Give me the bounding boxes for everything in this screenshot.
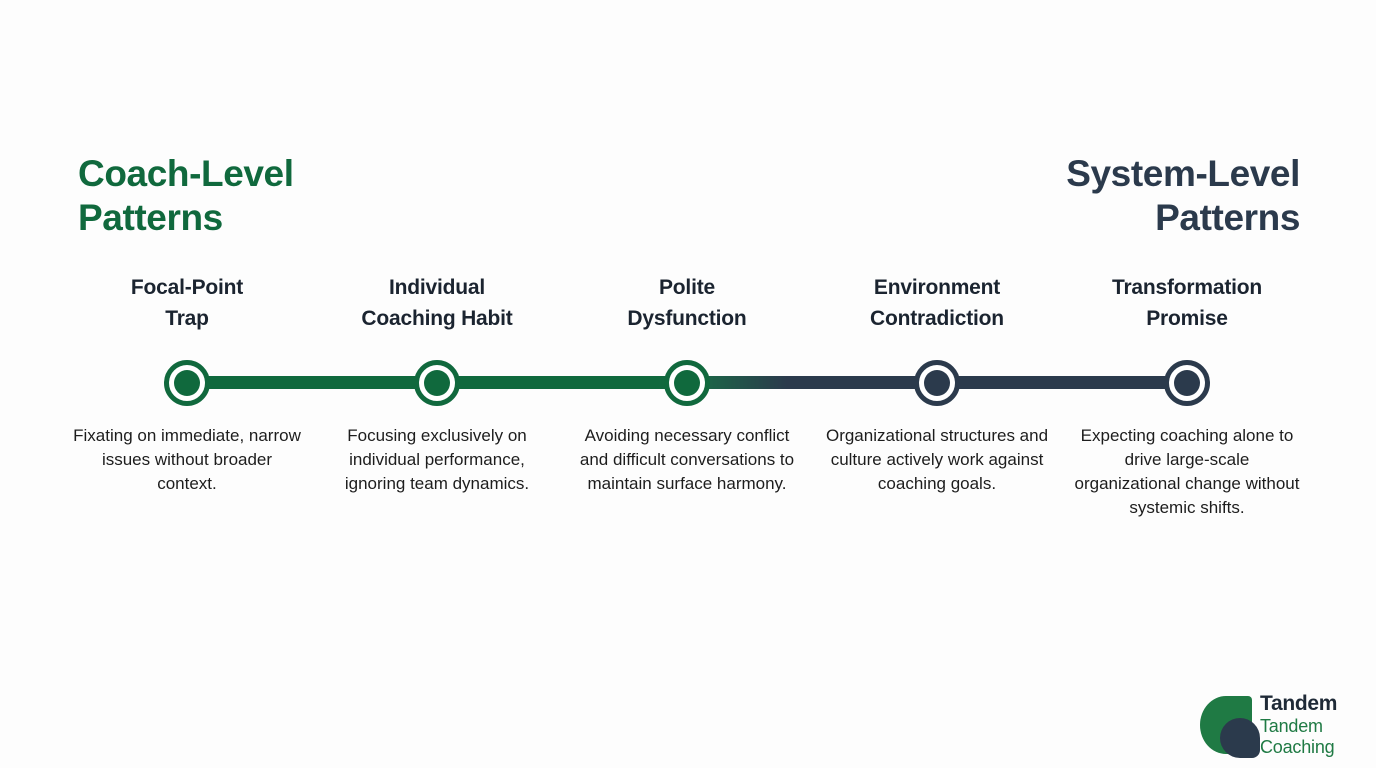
node-title-line2: Coaching Habit: [361, 307, 513, 330]
node-title-line1: Individual: [388, 276, 485, 299]
timeline-node-marker-icon[interactable]: [414, 360, 460, 406]
logo-line-1: Tandem: [1260, 692, 1338, 715]
heading-coach-level: Coach-Level Patterns: [78, 152, 498, 240]
timeline-node-marker-icon[interactable]: [1164, 360, 1210, 406]
node-description: Organizational structures and culture ac…: [825, 426, 1049, 493]
node-title-line2: Dysfunction: [627, 307, 747, 330]
logo-line-2: Tandem: [1260, 716, 1323, 736]
heading-system-level: System-Level Patterns: [880, 152, 1300, 240]
timeline-node-marker-icon[interactable]: [664, 360, 710, 406]
timeline-node-5[interactable]: Transformation Promise Expecting coachin…: [1062, 272, 1312, 517]
node-description: Expecting coaching alone to drive large-…: [1074, 426, 1300, 517]
node-title-line2: Trap: [165, 307, 209, 330]
heading-coach-level-line1: Coach-Level: [78, 153, 294, 194]
node-marker-wrap[interactable]: [909, 355, 965, 411]
node-marker-wrap[interactable]: [1159, 355, 1215, 411]
node-description: Avoiding necessary conflict and difficul…: [579, 426, 795, 493]
node-marker-wrap[interactable]: [159, 355, 215, 411]
node-title-line1: Environment: [873, 276, 1001, 299]
timeline-node-3[interactable]: Polite Dysfunction Avoiding necessary co…: [562, 272, 812, 493]
node-title-line2: Contradiction: [870, 307, 1004, 330]
node-title: Polite Dysfunction: [562, 272, 812, 334]
timeline-node-marker-icon[interactable]: [164, 360, 210, 406]
timeline-node-4[interactable]: Environment Contradiction Organizational…: [812, 272, 1062, 493]
timeline-node-2[interactable]: Individual Coaching Habit Focusing exclu…: [312, 272, 562, 493]
logo-line-3: Coaching: [1260, 737, 1335, 757]
node-description: Fixating on immediate, narrow issues wit…: [73, 426, 301, 493]
node-marker-wrap[interactable]: [659, 355, 715, 411]
timeline-node-1[interactable]: Focal-Point Trap Fixating on immediate, …: [62, 272, 312, 493]
node-title-line2: Promise: [1146, 307, 1228, 330]
tandem-coaching-logo: Tandem Tandem Coaching: [1196, 690, 1368, 766]
headings-row: Coach-Level Patterns System-Level Patter…: [0, 152, 1376, 252]
node-description: Focusing exclusively on individual perfo…: [344, 426, 530, 493]
timeline-nodes: Focal-Point Trap Fixating on immediate, …: [0, 272, 1376, 562]
heading-coach-level-line2: Patterns: [78, 197, 223, 238]
node-title: Individual Coaching Habit: [312, 272, 562, 334]
node-title: Focal-Point Trap: [62, 272, 312, 334]
node-title-line1: Focal-Point: [130, 276, 244, 299]
logo-wordmark: Tandem Tandem Coaching: [1260, 692, 1368, 758]
heading-system-level-line2: Patterns: [1155, 197, 1300, 238]
node-title-line1: Transformation: [1111, 276, 1263, 299]
node-title: Environment Contradiction: [812, 272, 1062, 334]
heading-system-level-line1: System-Level: [1066, 153, 1300, 194]
patterns-timeline: Focal-Point Trap Fixating on immediate, …: [0, 272, 1376, 562]
logo-speech-bubble-icon: [1220, 718, 1260, 758]
logo-mark-icon: [1200, 696, 1262, 758]
node-title: Transformation Promise: [1062, 272, 1312, 334]
node-marker-wrap[interactable]: [409, 355, 465, 411]
timeline-node-marker-icon[interactable]: [914, 360, 960, 406]
node-title-line1: Polite: [659, 276, 715, 299]
